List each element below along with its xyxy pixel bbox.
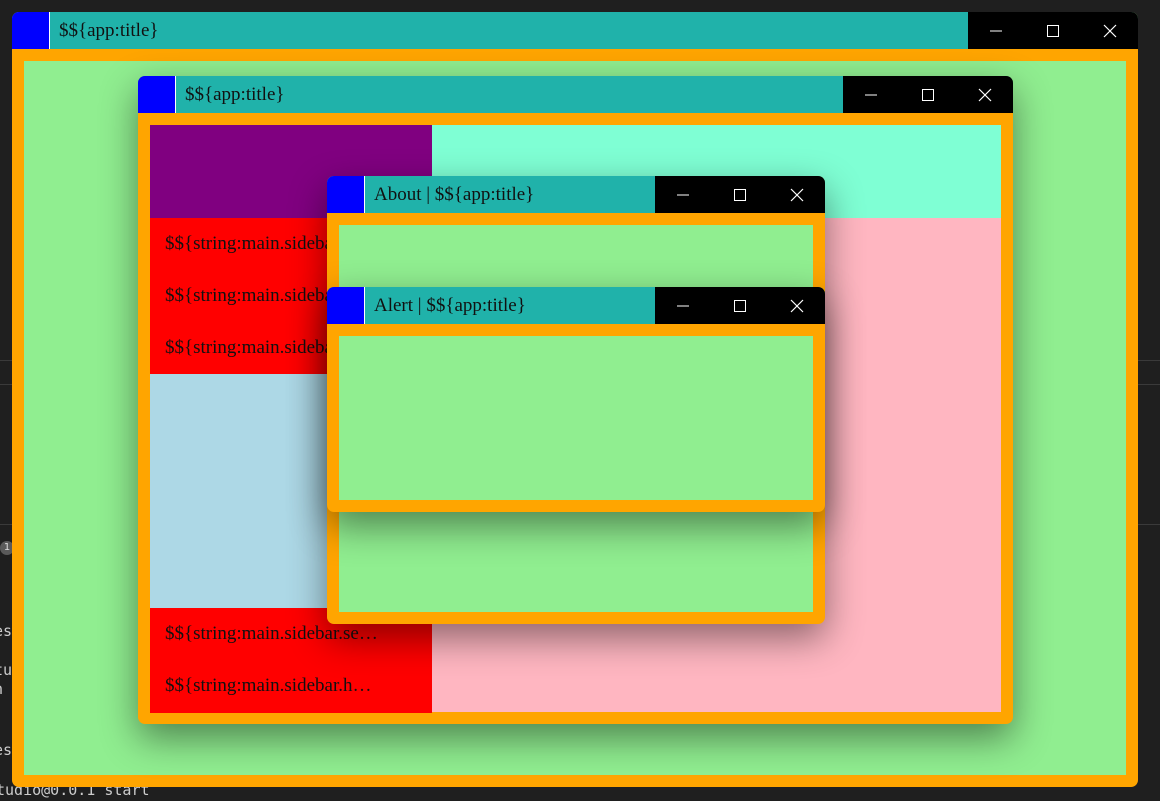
maximize-icon — [734, 299, 746, 312]
maximize-button[interactable] — [900, 76, 957, 113]
window-controls — [843, 76, 1013, 113]
close-icon — [1103, 24, 1117, 37]
maximize-icon — [1047, 24, 1059, 37]
maximize-button[interactable] — [712, 176, 769, 213]
terminal-line: tu — [0, 661, 13, 679]
window-controls — [655, 287, 825, 324]
maximize-button[interactable] — [712, 287, 769, 324]
maximize-button[interactable] — [1025, 12, 1082, 49]
alert-window-content — [339, 336, 813, 500]
minimize-button[interactable] — [843, 76, 900, 113]
minimize-button[interactable] — [968, 12, 1025, 49]
close-icon — [790, 299, 804, 312]
about-window-titlebar[interactable]: About | $${app:title} — [327, 176, 825, 213]
close-button[interactable] — [956, 76, 1013, 113]
minimize-icon — [865, 94, 878, 95]
window-controls — [968, 12, 1138, 49]
maximize-icon — [922, 88, 934, 101]
minimize-button[interactable] — [655, 287, 712, 324]
window-title: Alert | $${app:title} — [374, 295, 526, 316]
close-icon — [978, 88, 992, 101]
app-icon[interactable] — [138, 76, 176, 113]
main-window-titlebar[interactable]: $${app:title} — [138, 76, 1013, 113]
app-icon[interactable] — [12, 12, 50, 49]
terminal-line: es — [0, 622, 13, 640]
close-button[interactable] — [768, 176, 825, 213]
minimize-icon — [990, 30, 1003, 31]
window-title: About | $${app:title} — [374, 184, 535, 205]
app-icon[interactable] — [327, 176, 365, 213]
sidebar-item-help[interactable]: $${string:main.sidebar.h… — [150, 660, 432, 713]
terminal-line: n — [0, 680, 3, 698]
close-button[interactable] — [768, 287, 825, 324]
window-title: $${app:title} — [59, 20, 159, 41]
minimize-button[interactable] — [655, 176, 712, 213]
window-controls — [655, 176, 825, 213]
minimize-icon — [677, 194, 690, 195]
outer-window-titlebar[interactable]: $${app:title} — [12, 12, 1138, 49]
window-title: $${app:title} — [185, 84, 285, 105]
alert-window: Alert | $${app:title} — [327, 287, 825, 512]
close-button[interactable] — [1081, 12, 1138, 49]
terminal-line: es — [0, 741, 13, 759]
close-icon — [790, 188, 804, 201]
app-icon[interactable] — [327, 287, 365, 324]
terminal-badge: 1 — [0, 541, 14, 555]
alert-window-titlebar[interactable]: Alert | $${app:title} — [327, 287, 825, 324]
maximize-icon — [734, 188, 746, 201]
minimize-icon — [677, 305, 690, 306]
